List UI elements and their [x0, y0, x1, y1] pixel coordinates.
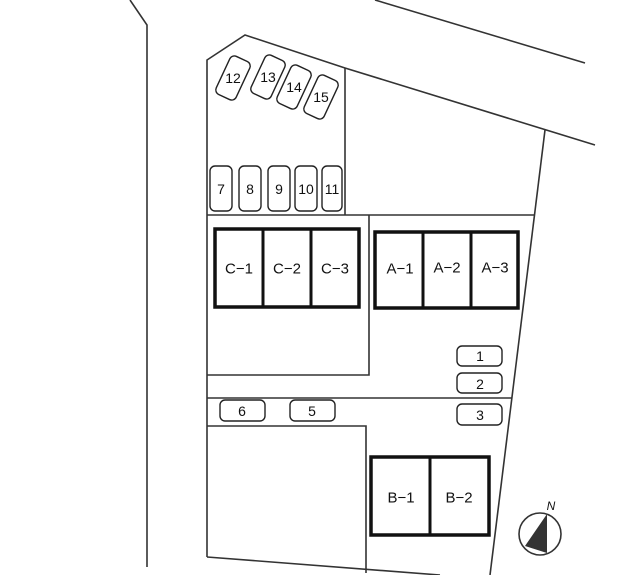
unit-label: B−1 — [387, 490, 414, 507]
unit-label: A−1 — [386, 261, 413, 278]
svg-text:15: 15 — [313, 89, 329, 105]
svg-text:3: 3 — [476, 407, 484, 423]
svg-text:12: 12 — [225, 70, 241, 86]
parking-slot: 12 — [215, 55, 251, 101]
north-arrow-icon: N — [518, 499, 562, 556]
empty-lot — [207, 425, 367, 573]
unit-label: A−3 — [481, 260, 508, 277]
unit-label: A−2 — [433, 260, 460, 277]
parking-slot: 8 — [238, 165, 262, 212]
lot-boundary — [206, 34, 596, 557]
parking-slot: 6 — [219, 399, 266, 422]
north-label: N — [547, 499, 556, 513]
svg-text:1: 1 — [476, 348, 484, 364]
parking-slot: 2 — [456, 372, 503, 394]
unit-label: B−2 — [445, 490, 472, 507]
parking-slot: 11 — [321, 165, 343, 212]
building-c-lot — [207, 215, 370, 376]
parking-slot: 1 — [456, 345, 503, 367]
svg-text:7: 7 — [217, 181, 225, 197]
building-c: C−1 C−2 C−3 — [213, 227, 361, 309]
parking-slot: 14 — [276, 64, 312, 110]
parking-slot: 7 — [209, 165, 233, 212]
svg-text:2: 2 — [476, 376, 484, 392]
parking-slot: 9 — [267, 165, 291, 212]
parking-slot: 15 — [303, 74, 339, 120]
unit-label: C−3 — [321, 261, 349, 278]
road-edge-top — [374, 0, 586, 64]
svg-text:14: 14 — [286, 79, 302, 95]
road-edge-left — [129, 0, 148, 567]
unit-label: C−1 — [225, 261, 253, 278]
svg-text:11: 11 — [325, 181, 340, 197]
building-b: B−1 B−2 — [369, 455, 491, 537]
parking-slot: 5 — [289, 399, 336, 422]
lot-boundary-bottom — [206, 556, 441, 575]
parking-slot: 13 — [250, 54, 286, 100]
svg-text:5: 5 — [308, 403, 316, 419]
parking-slot: 10 — [294, 165, 318, 212]
unit-label: C−2 — [273, 261, 301, 278]
building-a: A−1 A−2 A−3 — [373, 230, 520, 310]
parking-slot: 3 — [456, 403, 503, 426]
svg-text:8: 8 — [246, 181, 254, 197]
svg-text:6: 6 — [238, 403, 246, 419]
lot-boundary-right — [489, 129, 546, 575]
svg-text:13: 13 — [260, 69, 276, 85]
svg-text:9: 9 — [275, 181, 283, 197]
svg-text:10: 10 — [298, 181, 314, 197]
